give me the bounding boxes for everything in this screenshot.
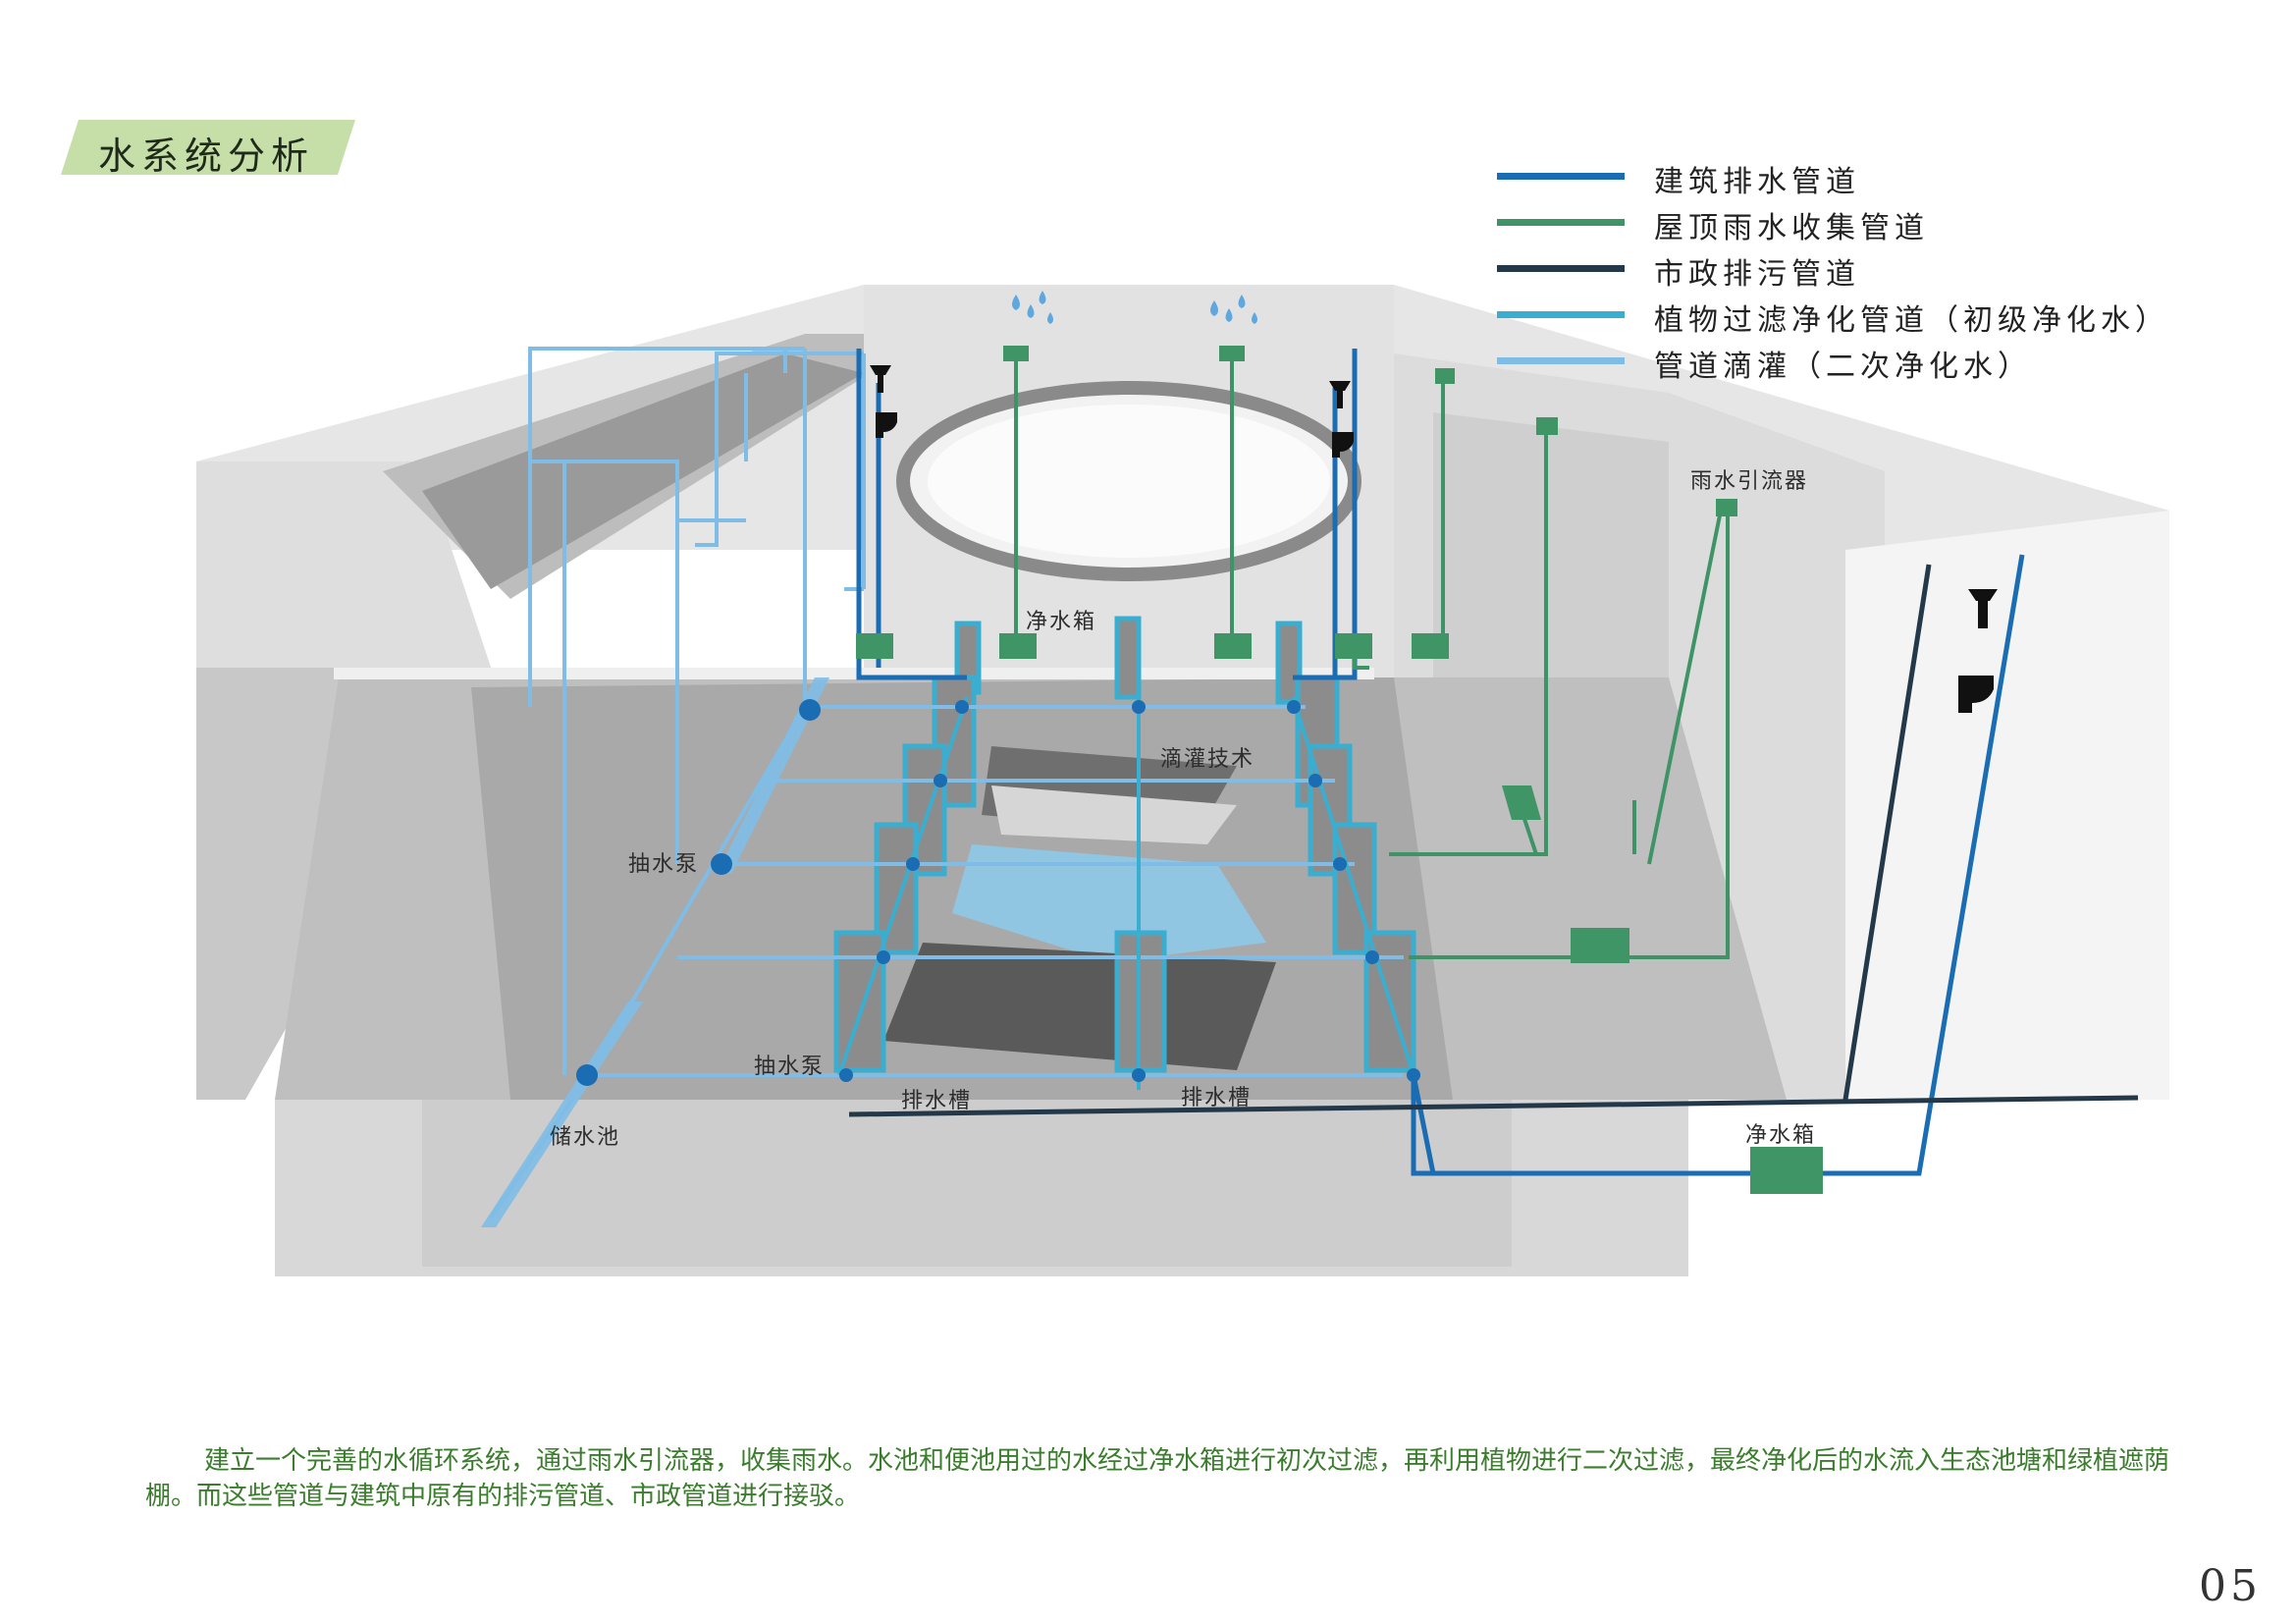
legend-item-municipal: 市政排污管道 [1497, 249, 2184, 296]
legend-swatch [1497, 173, 1625, 180]
washbasin-icon [870, 365, 1998, 628]
page-number: 05 [2199, 1561, 2262, 1611]
legend-label: 市政排污管道 [1654, 257, 1860, 292]
label-water-box-top: 净水箱 [1026, 610, 1097, 634]
plant-filter-pipes [837, 696, 1415, 1090]
municipal-sewer-pipes [848, 564, 2139, 1117]
legend-swatch [1497, 357, 1625, 364]
legend: 建筑排水管道 屋顶雨水收集管道 市政排污管道 植物过滤净化管道（初级净化水） 管… [1497, 157, 2184, 388]
pump-nodes [576, 699, 1420, 1086]
legend-label: 管道滴灌（二次净化水） [1654, 350, 2032, 384]
label-pump-2: 抽水泵 [754, 1055, 826, 1079]
legend-item-roof-rain: 屋顶雨水收集管道 [1497, 203, 2184, 249]
label-drain-trough-1: 排水槽 [901, 1089, 973, 1113]
legend-swatch [1497, 219, 1625, 226]
section-title-tab: 水系统分析 [61, 120, 355, 178]
label-rain-diverter: 雨水引流器 [1690, 469, 1809, 494]
water-boxes [856, 346, 1823, 1194]
toilet-icon [876, 412, 1994, 713]
legend-item-building-drain: 建筑排水管道 [1497, 157, 2184, 203]
storage-tanks [481, 677, 829, 1227]
building-model [196, 285, 2169, 1276]
title-background [61, 120, 355, 175]
raindrop-icon [1012, 291, 1257, 324]
legend-item-plant-filter: 植物过滤净化管道（初级净化水） [1497, 296, 2184, 342]
label-pump-1: 抽水泵 [628, 852, 700, 877]
label-water-box-bottom: 净水箱 [1745, 1123, 1817, 1148]
description-paragraph: 建立一个完善的水循环系统，通过雨水引流器，收集雨水。水池和便池用过的水经过净水箱… [145, 1446, 2170, 1511]
legend-swatch [1497, 311, 1625, 318]
page-title: 水系统分析 [98, 135, 315, 178]
label-storage-pool: 储水池 [550, 1125, 621, 1150]
legend-label: 屋顶雨水收集管道 [1654, 211, 1929, 245]
label-drain-trough-2: 排水槽 [1181, 1086, 1253, 1110]
legend-swatch [1497, 265, 1625, 272]
legend-item-drip: 管道滴灌（二次净化水） [1497, 342, 2184, 388]
legend-label: 建筑排水管道 [1654, 165, 1860, 199]
legend-label: 植物过滤净化管道（初级净化水） [1654, 303, 2169, 338]
label-drip-technology: 滴灌技术 [1160, 747, 1255, 772]
